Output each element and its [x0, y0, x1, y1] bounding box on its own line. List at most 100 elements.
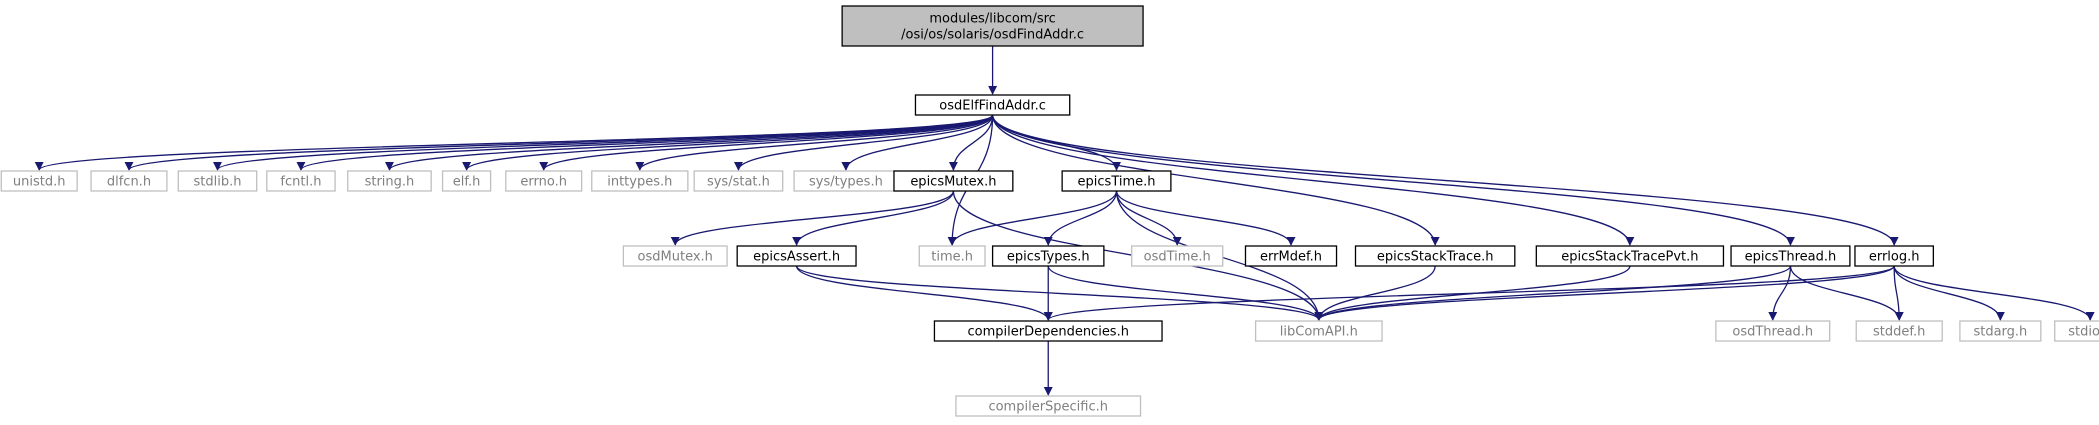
node-libComAPI-label: libComAPI.h: [1280, 325, 1358, 340]
node-epicsMutex-label: epicsMutex.h: [910, 175, 996, 190]
edge-epicsTime-to-epicsTypes: [1043, 190, 1118, 246]
node-stdlib-box: [177, 170, 258, 192]
edge-errlog-to-stdarg: [1893, 265, 2005, 321]
node-libComAPI: libComAPI.h: [1254, 320, 1383, 342]
node-osdElfFindAddr[interactable]: osdElfFindAddr.c: [914, 94, 1071, 116]
edge-osdElfFindAddr-to-unistd: [34, 114, 994, 171]
node-osdTime-label: osdTime.h: [1144, 250, 1211, 265]
node-fcntl-label: fcntl.h: [280, 175, 321, 190]
node-stddef: stddef.h: [1855, 320, 1943, 342]
node-fcntl-box: [266, 170, 336, 192]
node-stdio-box: [2054, 320, 2099, 342]
node-string: string.h: [347, 170, 432, 192]
edge-osdElfFindAddr-to-epicsThread: [991, 114, 1795, 246]
edge-epicsTime-to-errMdef: [1115, 190, 1296, 246]
node-inttypes-label: inttypes.h: [607, 175, 672, 190]
edge-epicsTime-to-osdTime: [1115, 190, 1182, 246]
node-stddef-label: stddef.h: [1873, 325, 1925, 340]
edge-osdElfFindAddr-to-string: [385, 114, 994, 171]
node-osdMutex-box: [622, 245, 728, 267]
node-epicsAssert[interactable]: epicsAssert.h: [736, 245, 857, 267]
node-osdElfFindAddr-box: [914, 94, 1071, 116]
node-osdThread-box: [1715, 320, 1831, 342]
node-epicsStackTracePvt-box: [1535, 245, 1725, 267]
node-osdMutex: osdMutex.h: [622, 245, 728, 267]
node-osdThread: osdThread.h: [1715, 320, 1831, 342]
node-errMdef-label: errMdef.h: [1260, 250, 1322, 265]
edge-epicsThread-to-libComAPI: [1314, 265, 1792, 321]
node-elf-label: elf.h: [453, 175, 481, 190]
node-epicsMutex-box: [893, 170, 1014, 192]
node-epicsAssert-box: [736, 245, 857, 267]
node-errlog[interactable]: errlog.h: [1854, 245, 1935, 267]
node-string-label: string.h: [365, 175, 415, 190]
edge-errlog-to-compilerDependencies: [1043, 265, 1895, 321]
node-errno-box: [505, 170, 583, 192]
node-osdThread-label: osdThread.h: [1732, 325, 1813, 340]
node-errMdef-box: [1244, 245, 1338, 267]
edge-osdElfFindAddr-to-epicsStackTracePvt: [991, 114, 1635, 246]
node-epicsMutex[interactable]: epicsMutex.h: [893, 170, 1014, 192]
node-epicsTime-label: epicsTime.h: [1078, 175, 1156, 190]
edge-epicsMutex-to-osdMutex: [670, 190, 955, 246]
node-compilerDependencies-label: compilerDependencies.h: [967, 325, 1128, 340]
node-stdarg: stdarg.h: [1959, 320, 2042, 342]
node-osdMutex-label: osdMutex.h: [638, 250, 713, 265]
edge-osdElfFindAddr-to-epicsMutex: [948, 114, 994, 171]
node-epicsStackTrace[interactable]: epicsStackTrace.h: [1354, 245, 1516, 267]
node-unistd-box: [0, 170, 78, 192]
node-epicsTime-box: [1061, 170, 1172, 192]
node-epicsStackTracePvt[interactable]: epicsStackTracePvt.h: [1535, 245, 1725, 267]
node-dlfcn-label: dlfcn.h: [107, 175, 151, 190]
node-root[interactable]: modules/libcom/src/osi/os/solaris/osdFin…: [841, 5, 1144, 47]
node-inttypes-box: [591, 170, 689, 192]
edge-osdElfFindAddr-to-fcntl: [296, 114, 994, 171]
edge-osdElfFindAddr-to-errlog: [991, 114, 1899, 246]
edge-osdElfFindAddr-to-elf: [462, 114, 994, 171]
node-time: time.h: [918, 245, 986, 267]
edges-layer: [34, 46, 2095, 396]
node-time-box: [918, 245, 986, 267]
node-elf: elf.h: [441, 170, 492, 192]
node-time-label: time.h: [931, 250, 973, 265]
node-root-label: /osi/os/solaris/osdFindAddr.c: [901, 28, 1084, 43]
node-compilerDependencies-box: [933, 320, 1163, 342]
edge-epicsThread-to-osdThread: [1768, 265, 1792, 321]
node-stdio: stdio.h: [2054, 320, 2099, 342]
node-errMdef[interactable]: errMdef.h: [1244, 245, 1338, 267]
node-stdarg-box: [1959, 320, 2042, 342]
node-string-box: [347, 170, 432, 192]
edge-epicsAssert-to-libComAPI: [795, 265, 1324, 321]
node-epicsAssert-label: epicsAssert.h: [753, 250, 840, 265]
edge-osdElfFindAddr-to-epicsStackTrace: [991, 114, 1440, 246]
node-compilerDependencies[interactable]: compilerDependencies.h: [933, 320, 1163, 342]
node-dlfcn-box: [90, 170, 168, 192]
edge-epicsThread-to-stddef: [1789, 265, 1904, 321]
node-systypes-label: sys/types.h: [809, 175, 883, 190]
edge-epicsAssert-to-compilerDependencies: [795, 265, 1053, 321]
node-elf-box: [441, 170, 492, 192]
node-unistd-label: unistd.h: [13, 175, 66, 190]
node-compilerSpecific-box: [955, 395, 1142, 417]
node-dlfcn: dlfcn.h: [90, 170, 168, 192]
edge-epicsTypes-to-libComAPI: [1047, 265, 1324, 321]
node-epicsStackTrace-box: [1354, 245, 1516, 267]
node-osdTime-box: [1131, 245, 1224, 267]
node-epicsThread[interactable]: epicsThread.h: [1730, 245, 1851, 267]
edge-errlog-to-stdio: [1893, 265, 2095, 321]
edge-osdElfFindAddr-to-stdlib: [213, 114, 994, 171]
node-errno: errno.h: [505, 170, 583, 192]
node-stdio-label: stdio.h: [2068, 325, 2099, 340]
node-osdElfFindAddr-label: osdElfFindAddr.c: [939, 99, 1046, 114]
node-stddef-box: [1855, 320, 1943, 342]
node-epicsStackTrace-label: epicsStackTrace.h: [1377, 250, 1494, 265]
edge-osdElfFindAddr-to-systypes: [841, 114, 994, 171]
node-epicsTypes[interactable]: epicsTypes.h: [991, 245, 1105, 267]
edge-epicsTime-to-time: [947, 190, 1118, 246]
edge-errlog-to-stddef: [1893, 265, 1904, 321]
node-stdlib: stdlib.h: [177, 170, 258, 192]
edge-epicsStackTrace-to-libComAPI: [1314, 265, 1436, 321]
node-root-label: modules/libcom/src: [929, 12, 1055, 27]
node-epicsTime[interactable]: epicsTime.h: [1061, 170, 1172, 192]
